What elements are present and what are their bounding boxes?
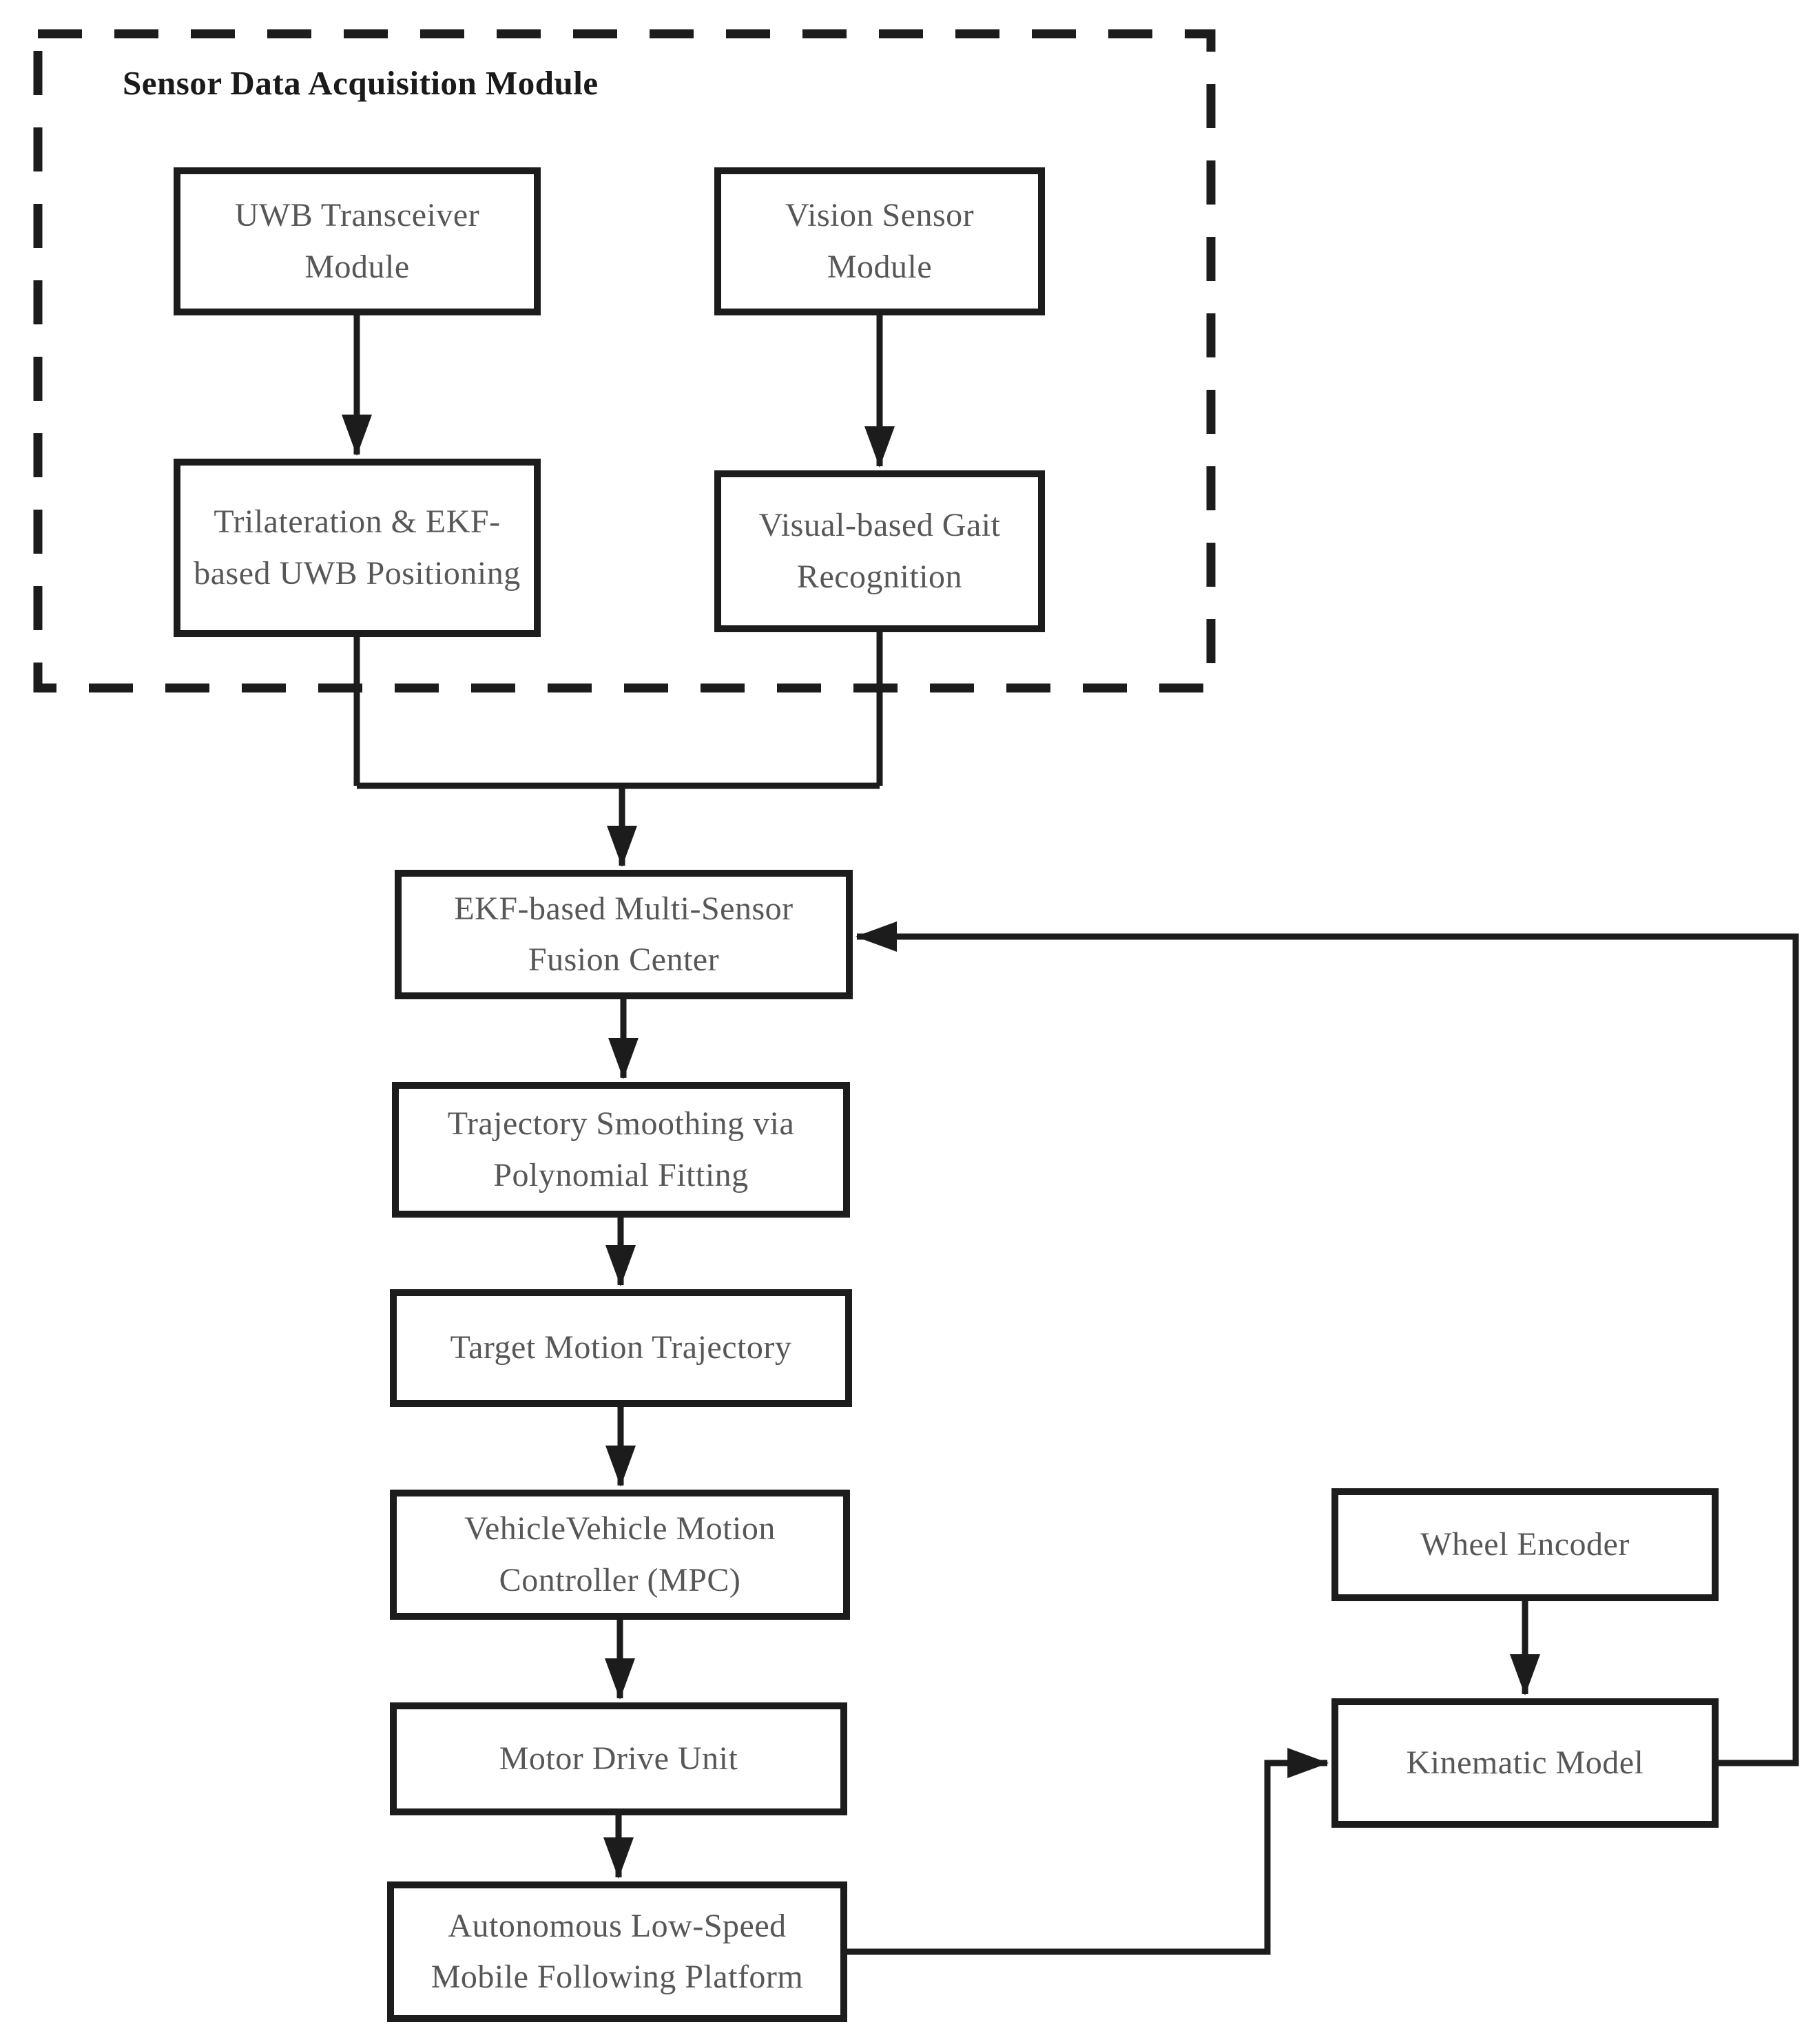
- node-label: Autonomous Low-Speed Mobile Following Pl…: [431, 1907, 804, 1995]
- node-target-motion-trajectory: Target Motion Trajectory: [390, 1289, 852, 1407]
- node-label: Trajectory Smoothing via Polynomial Fitt…: [447, 1105, 795, 1193]
- node-kinematic-model: Kinematic Model: [1331, 1698, 1719, 1828]
- node-visual-based-gait-recognition: Visual-based Gait Recognition: [714, 470, 1045, 632]
- node-label: Vision Sensor Module: [785, 197, 975, 285]
- node-trilateration-ekf-uwb-positioning: Trilateration & EKF- based UWB Positioni…: [174, 459, 541, 637]
- node-motor-drive-unit: Motor Drive Unit: [390, 1702, 847, 1815]
- node-ekf-multi-sensor-fusion-center: EKF-based Multi-Sensor Fusion Center: [395, 870, 853, 999]
- node-label: Kinematic Model: [1406, 1744, 1644, 1781]
- node-uwb-transceiver-module: UWB Transceiver Module: [174, 167, 541, 315]
- node-trajectory-smoothing-polynomial-fitting: Trajectory Smoothing via Polynomial Fitt…: [392, 1082, 850, 1218]
- node-label: Wheel Encoder: [1420, 1525, 1630, 1563]
- node-label: Motor Drive Unit: [499, 1740, 738, 1777]
- node-label: EKF-based Multi-Sensor Fusion Center: [454, 890, 794, 978]
- arrow-kinematic-feedback-to-fusion: [856, 921, 1799, 1766]
- arrow-platform-to-kinematic: [847, 1748, 1329, 1955]
- node-vision-sensor-module: Vision Sensor Module: [714, 167, 1045, 315]
- node-label: Visual-based Gait Recognition: [758, 507, 1001, 595]
- sensor-acquisition-module-dashed-border: [33, 29, 1216, 693]
- node-label: VehicleVehicle Motion Controller (MPC): [464, 1510, 776, 1598]
- node-label: Trilateration & EKF- based UWB Positioni…: [194, 503, 521, 592]
- node-autonomous-low-speed-mobile-following-platform: Autonomous Low-Speed Mobile Following Pl…: [387, 1881, 847, 2022]
- node-vehicle-motion-controller-mpc: VehicleVehicle Motion Controller (MPC): [390, 1490, 850, 1620]
- sensor-acquisition-module-title: Sensor Data Acquisition Module: [123, 64, 599, 102]
- node-wheel-encoder: Wheel Encoder: [1331, 1488, 1719, 1601]
- node-label: Target Motion Trajectory: [450, 1329, 792, 1366]
- node-label: UWB Transceiver Module: [234, 197, 480, 285]
